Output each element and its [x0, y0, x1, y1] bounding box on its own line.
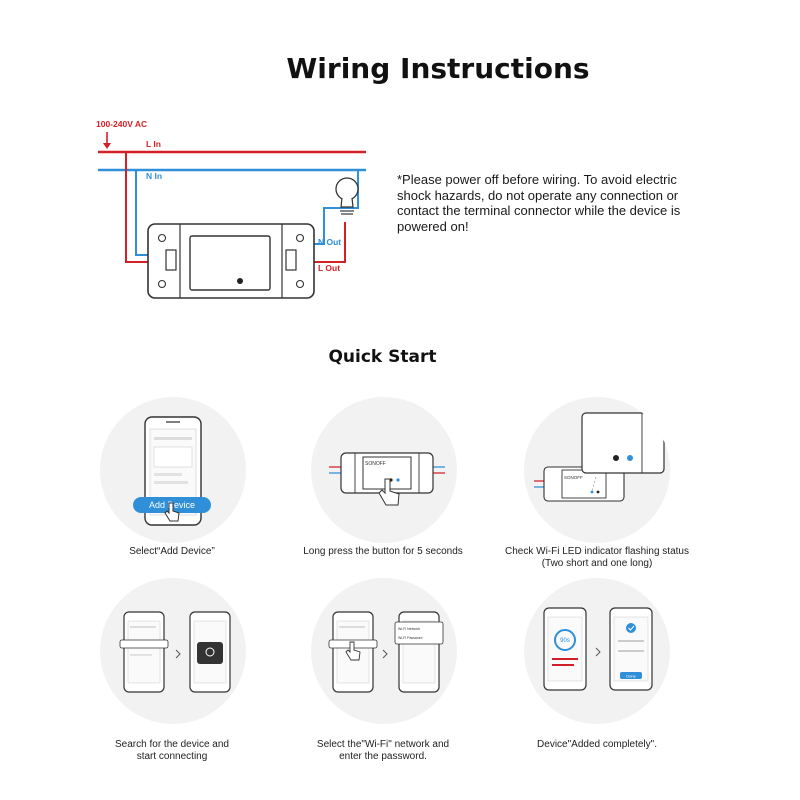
- step-1-caption: Select“Add Device”: [62, 546, 282, 558]
- caption-line: Check Wi-Fi LED indicator flashing statu…: [505, 546, 689, 557]
- magnifier-inset: [581, 412, 665, 492]
- phone-icon: Done: [609, 607, 653, 691]
- step-6-illustration: 90s Done: [524, 578, 670, 724]
- check-icon: [626, 623, 636, 633]
- live-out-wire: [302, 222, 346, 263]
- chevron-right-icon: [595, 647, 601, 657]
- hand-pointer-icon: [345, 641, 361, 661]
- safety-warning: *Please power off before wiring. To avoi…: [397, 172, 681, 234]
- step-5-caption: Select the"Wi-Fi" network and enter the …: [273, 739, 493, 763]
- live-in-label: L In: [146, 139, 161, 149]
- countdown-label: 90s: [560, 638, 570, 644]
- quick-start-title: Quick Start: [328, 347, 437, 367]
- wifi-network-field-label: Wi-Fi Network: [398, 627, 420, 631]
- phone-icon: [189, 611, 231, 693]
- device-brand-label: SONOFF: [564, 475, 583, 480]
- hand-pointer-icon: [164, 502, 180, 522]
- step-4-illustration: [100, 578, 246, 724]
- caption-line: Long press the button for 5 seconds: [303, 546, 463, 557]
- phone-icon: 90s: [543, 607, 587, 691]
- hand-pointer-icon: [378, 478, 400, 506]
- step-2-illustration: SONOFF: [311, 397, 457, 543]
- caption-line: Select the"Wi-Fi" network and: [316, 739, 450, 750]
- step-3-illustration: SONOFF: [524, 397, 670, 543]
- caption-line: Search for the device and: [115, 739, 229, 750]
- step-5-illustration: Wi-Fi Network Wi-Fi Password: [311, 578, 457, 724]
- neutral-in-label: N In: [146, 171, 162, 181]
- step-3-caption: Check Wi-Fi LED indicator flashing statu…: [487, 546, 707, 570]
- caption-line: start connecting: [136, 751, 208, 762]
- device-brand-label: SONOFF: [365, 461, 386, 467]
- step-4-caption: Search for the device and start connecti…: [62, 739, 282, 763]
- step-6-caption: Device"Added completely".: [487, 739, 707, 751]
- chevron-right-icon: [175, 649, 181, 659]
- caption-line: enter the password.: [339, 751, 427, 762]
- neutral-return-wire: [323, 169, 359, 212]
- page-title: Wiring Instructions: [286, 52, 590, 85]
- caption-line: (Two short and one long): [541, 558, 653, 569]
- wifi-password-field-label: Wi-Fi Password: [398, 636, 423, 640]
- wiring-diagram: 100-240V AC L In N In N Out L Out: [96, 119, 366, 299]
- step-2-caption: Long press the button for 5 seconds: [273, 546, 493, 558]
- phone-icon: Wi-Fi Network Wi-Fi Password: [394, 611, 444, 693]
- voltage-label: 100-240V AC: [96, 119, 147, 129]
- phone-icon: [119, 611, 169, 693]
- chevron-right-icon: [382, 649, 388, 659]
- neutral-out-label: N Out: [318, 237, 341, 247]
- caption-line: Select“Add Device”: [129, 546, 215, 557]
- input-arrow-icon: [103, 132, 111, 149]
- caption-line: Device"Added completely".: [537, 739, 657, 750]
- done-button-label: Done: [626, 674, 636, 679]
- smart-switch-device: [147, 223, 315, 299]
- light-bulb-icon: [335, 177, 359, 215]
- live-out-label: L Out: [318, 263, 340, 273]
- countdown-ring: [554, 629, 576, 651]
